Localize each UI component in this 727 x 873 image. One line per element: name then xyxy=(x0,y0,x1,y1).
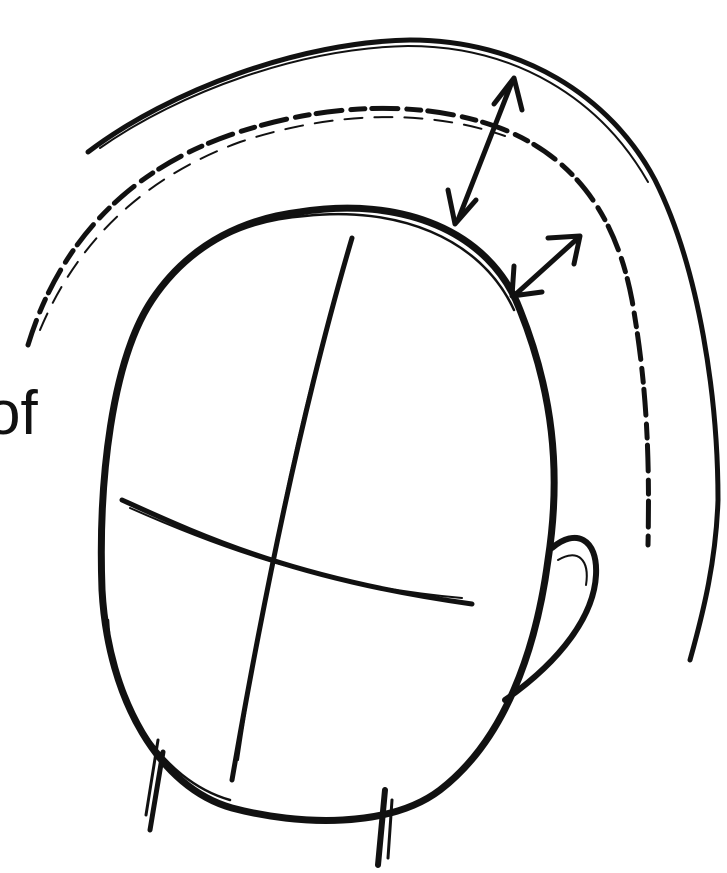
neck-right xyxy=(378,790,385,865)
double-arrow-outer xyxy=(448,78,522,224)
vertical-guideline-stroke2 xyxy=(238,250,348,760)
vertical-guideline xyxy=(232,238,352,780)
double-arrow-inner xyxy=(512,236,580,296)
neck-right-stroke2 xyxy=(388,800,392,858)
head-oval xyxy=(101,208,554,820)
outer-hair-arc-stroke2 xyxy=(100,46,648,182)
horizontal-guideline xyxy=(122,500,472,604)
horizontal-guideline-stroke2 xyxy=(130,508,462,598)
ear-stroke2 xyxy=(558,555,587,585)
neck-left xyxy=(150,752,163,830)
outer-hair-arc xyxy=(88,40,718,660)
cropped-text-fragment: of xyxy=(0,383,38,445)
